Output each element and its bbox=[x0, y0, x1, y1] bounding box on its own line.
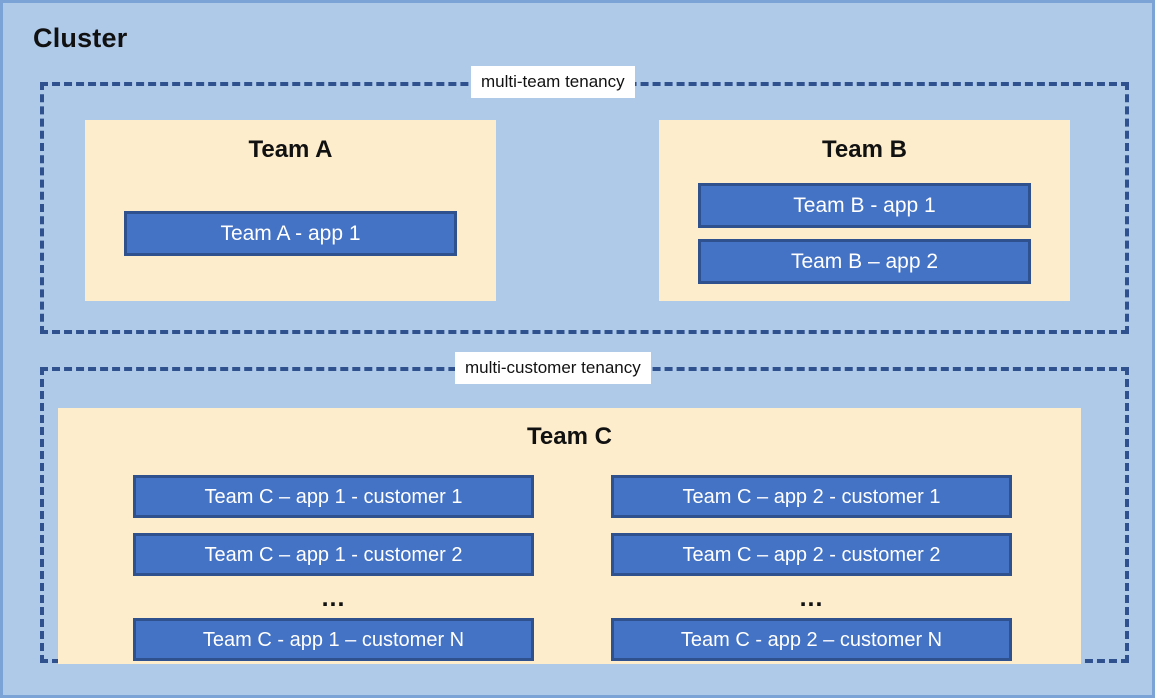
app-box-team-c-app-2-customer-2[interactable]: Team C – app 2 - customer 2 bbox=[611, 533, 1012, 576]
ellipsis-team-c-app-2: ... bbox=[799, 584, 824, 612]
tenancy-label-multi-customer: multi-customer tenancy bbox=[455, 352, 651, 384]
team-panel-team-a: Team A Team A - app 1 bbox=[85, 120, 496, 301]
team-c-heading: Team C bbox=[527, 423, 612, 450]
app-box-team-c-app-1-customer-n[interactable]: Team C - app 1 – customer N bbox=[133, 618, 534, 661]
team-a-heading: Team A bbox=[248, 136, 333, 163]
app-box-team-c-app-1-customer-1[interactable]: Team C – app 1 - customer 1 bbox=[133, 475, 534, 518]
team-b-heading: Team B bbox=[822, 136, 907, 163]
ellipsis-team-c-app-1: ... bbox=[321, 584, 346, 612]
app-box-team-c-app-1-customer-2[interactable]: Team C – app 1 - customer 2 bbox=[133, 533, 534, 576]
app-box-team-c-app-2-customer-n[interactable]: Team C - app 2 – customer N bbox=[611, 618, 1012, 661]
app-box-team-b-app-1[interactable]: Team B - app 1 bbox=[698, 183, 1031, 228]
app-box-team-a-app-1[interactable]: Team A - app 1 bbox=[124, 211, 457, 256]
tenancy-label-multi-team: multi-team tenancy bbox=[471, 66, 635, 98]
team-panel-team-c: Team C Team C – app 1 - customer 1 Team … bbox=[58, 408, 1081, 664]
page-title: Cluster bbox=[33, 23, 128, 53]
team-panel-team-b: Team B Team B - app 1 Team B – app 2 bbox=[659, 120, 1070, 301]
app-box-team-c-app-2-customer-1[interactable]: Team C – app 2 - customer 1 bbox=[611, 475, 1012, 518]
app-box-team-b-app-2[interactable]: Team B – app 2 bbox=[698, 239, 1031, 284]
